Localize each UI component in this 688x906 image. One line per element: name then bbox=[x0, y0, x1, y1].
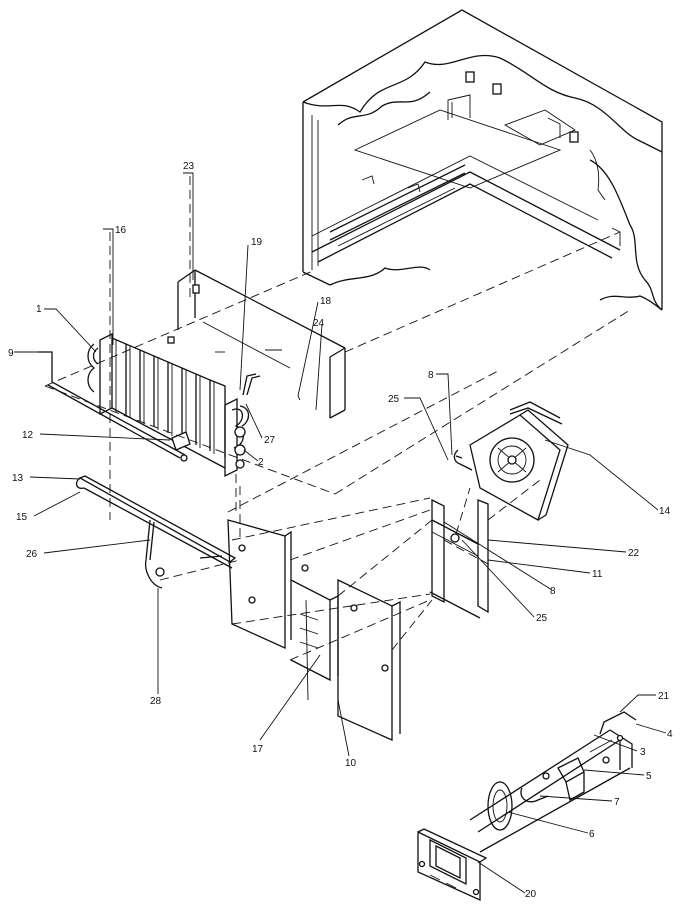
callout-5: 5 bbox=[646, 771, 652, 782]
callout-18: 18 bbox=[320, 296, 332, 307]
air-duct-panels bbox=[227, 519, 401, 742]
fan-bracket-assembly bbox=[429, 401, 569, 619]
callout-13: 13 bbox=[12, 473, 24, 484]
callout-labels: 1 2 3 4 5 6 7 8 8 9 10 11 12 13 14 15 16… bbox=[8, 161, 673, 900]
callout-9: 9 bbox=[8, 348, 14, 359]
defrost-heater bbox=[38, 351, 237, 589]
callout-6: 6 bbox=[589, 829, 595, 840]
callout-26: 26 bbox=[26, 549, 38, 560]
callout-12: 12 bbox=[22, 430, 34, 441]
callout-8-top: 8 bbox=[428, 370, 434, 381]
auger-motor-assembly bbox=[417, 711, 637, 902]
callout-7: 7 bbox=[614, 797, 620, 808]
callout-11: 11 bbox=[592, 569, 603, 580]
callout-23: 23 bbox=[183, 161, 195, 172]
callout-14: 14 bbox=[659, 506, 671, 517]
freezer-cabinet bbox=[302, 9, 663, 311]
callout-24: 24 bbox=[313, 318, 325, 329]
callout-4: 4 bbox=[667, 729, 673, 740]
assembly-lines bbox=[44, 176, 631, 661]
callout-25-top: 25 bbox=[388, 394, 400, 405]
leader-lines bbox=[14, 172, 667, 894]
callout-20: 20 bbox=[525, 889, 537, 900]
callout-28: 28 bbox=[150, 696, 162, 707]
callout-3: 3 bbox=[640, 747, 646, 758]
callout-27: 27 bbox=[264, 435, 276, 446]
callout-8-bottom: 8 bbox=[550, 586, 556, 597]
callout-22: 22 bbox=[628, 548, 640, 559]
callout-1: 1 bbox=[36, 304, 42, 315]
callout-25-bottom: 25 bbox=[536, 613, 548, 624]
callout-21: 21 bbox=[658, 691, 670, 702]
callout-2: 2 bbox=[258, 457, 264, 468]
callout-16: 16 bbox=[115, 225, 127, 236]
callout-10: 10 bbox=[345, 758, 357, 769]
evaporator-cover bbox=[167, 269, 346, 419]
callout-15: 15 bbox=[16, 512, 28, 523]
callout-17: 17 bbox=[252, 744, 264, 755]
callout-19: 19 bbox=[251, 237, 263, 248]
